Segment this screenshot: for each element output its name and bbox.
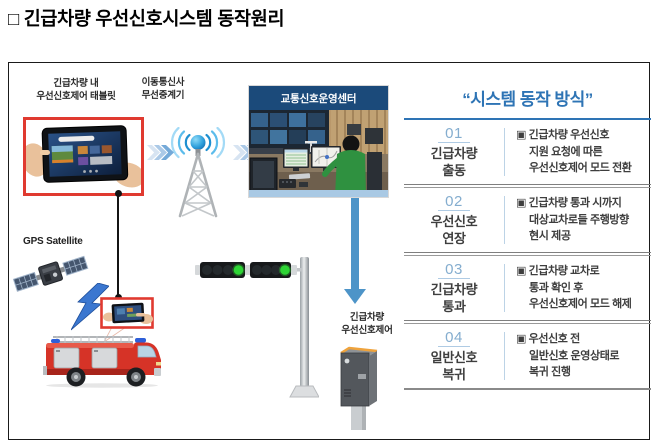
radio-tower-icon xyxy=(169,127,227,219)
panel-separator xyxy=(404,184,651,188)
panel-separator xyxy=(404,320,651,324)
step-number: 01 xyxy=(438,125,470,143)
control-center-room xyxy=(249,110,388,197)
down-arrow-head xyxy=(344,289,366,304)
in-truck-tablet-frame xyxy=(100,297,154,343)
page-title: □ 긴급차량 우선신호시스템 동작원리 xyxy=(8,8,285,29)
step-description: ▣ 긴급차량 통과 시까지 대상교차로들 주행방향 현시 제공 xyxy=(516,197,629,243)
panel-step-2: 02 우선신호 연장 ▣ 긴급차량 통과 시까지 대상교차로들 주행방향 현시 … xyxy=(404,188,651,252)
step-name: 우선신호 연장 xyxy=(430,214,478,246)
fire-truck-icon xyxy=(43,331,161,389)
lightning-bolt-icon xyxy=(71,283,109,331)
panel-step-4: 04 일반신호 복귀 ▣ 우선신호 전 일반신호 운영상태로 복귀 진행 xyxy=(404,324,651,388)
panel-title: “시스템 동작 방식” xyxy=(462,90,593,109)
chevron-arrow-icon xyxy=(147,145,174,160)
step-number: 03 xyxy=(438,261,470,279)
step-description: ▣ 긴급차량 교차로 통과 확인 후 우선신호제어 모드 해제 xyxy=(516,265,632,311)
step-number: 04 xyxy=(438,329,470,347)
connector-dot xyxy=(114,190,122,197)
step-divider xyxy=(504,332,505,380)
diagram-frame: 긴급차량 내 우선신호제어 태블릿 이동통신사 무선중계기 xyxy=(8,62,651,440)
step-divider xyxy=(504,128,505,176)
step-description: ▣ 긴급차량 우선신호 지원 요청에 따른 우선신호제어 모드 전환 xyxy=(516,129,632,175)
satellite-icon xyxy=(11,247,91,303)
connector-line xyxy=(117,194,119,297)
traffic-light-icon xyxy=(194,254,319,399)
step-name: 긴급차량 출동 xyxy=(430,146,478,178)
controller-label: 긴급차량 우선신호제어 xyxy=(341,312,393,337)
control-center-photo: 교통신호운영센터 xyxy=(249,86,388,197)
tablet-photo xyxy=(26,125,141,188)
panel-step-3: 03 긴급차량 통과 ▣ 긴급차량 교차로 통과 확인 후 우선신호제어 모드 … xyxy=(404,256,651,320)
panel-separator xyxy=(404,252,651,256)
tower-label: 이동통신사 무선중계기 xyxy=(141,77,185,102)
step-divider xyxy=(504,264,505,312)
tablet-photo-frame xyxy=(23,117,144,196)
panel-bottom-line xyxy=(404,388,651,390)
signal-controller-icon xyxy=(334,343,382,433)
control-center-title: 교통신호운영센터 xyxy=(249,86,388,110)
step-divider xyxy=(504,196,505,244)
gps-label: GPS Satellite xyxy=(23,236,83,247)
step-name: 긴급차량 통과 xyxy=(430,282,478,314)
panel-step-1: 01 긴급차량 출동 ▣ 긴급차량 우선신호 지원 요청에 따른 우선신호제어 … xyxy=(404,120,651,184)
system-operation-panel: “시스템 동작 방식” 01 긴급차량 출동 ▣ 긴급차량 우선신호 지원 요청… xyxy=(404,85,651,390)
step-number: 02 xyxy=(438,193,470,211)
down-arrow xyxy=(351,198,359,291)
tablet-label: 긴급차량 내 우선신호제어 태블릿 xyxy=(36,78,116,103)
step-description: ▣ 우선신호 전 일반신호 운영상태로 복귀 진행 xyxy=(516,333,620,379)
panel-accent-line xyxy=(404,118,651,120)
step-name: 일반신호 복귀 xyxy=(430,350,478,382)
